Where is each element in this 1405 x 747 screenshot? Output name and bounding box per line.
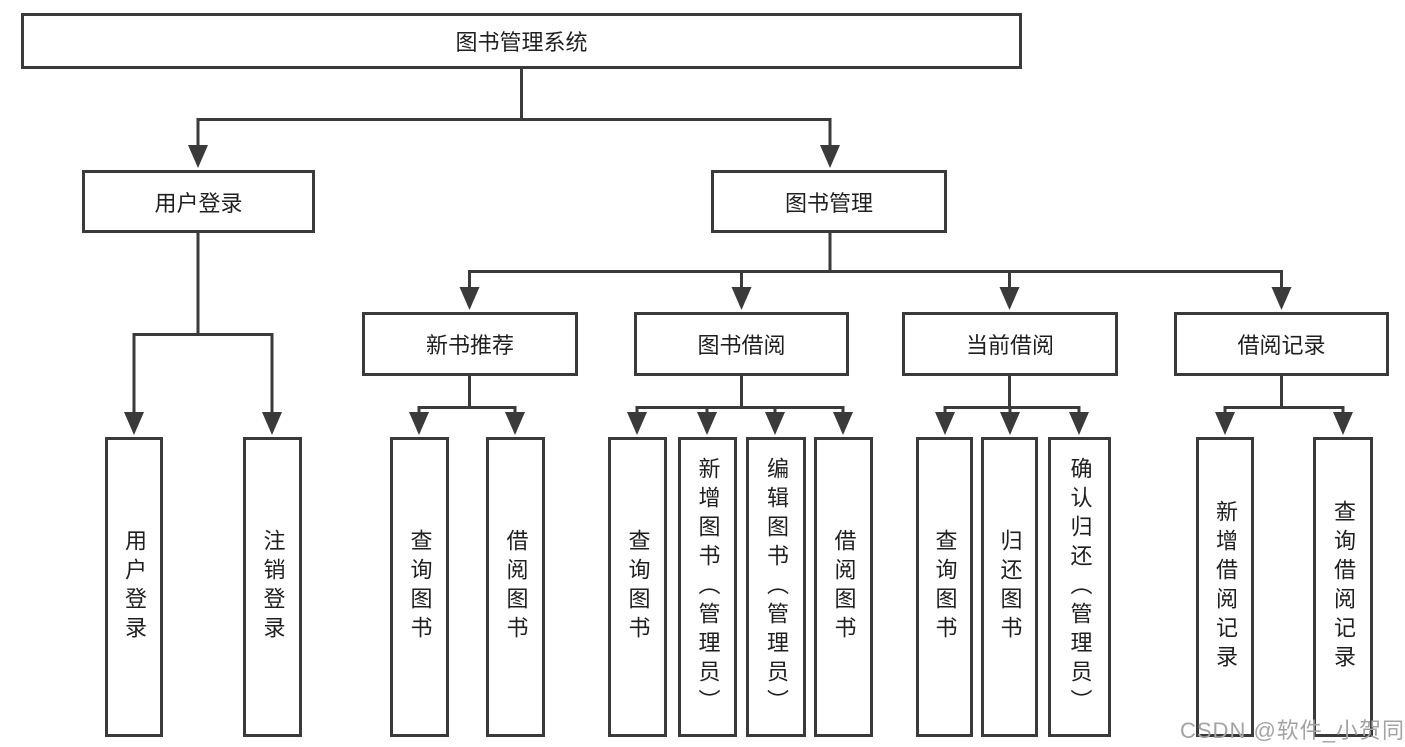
node-label: 借阅记录 [1237, 333, 1326, 358]
node-label: 查询图书 [625, 529, 651, 645]
node-user-login: 用户登录 [82, 170, 315, 233]
node-current-borrowing: 当前借阅 [902, 312, 1118, 376]
node-label: 借阅图书 [503, 529, 529, 645]
node-label: 新书推荐 [425, 333, 514, 358]
leaf-confirm-return-admin: 确认归还（管理员） [1048, 437, 1111, 737]
node-new-book-recommendation: 新书推荐 [362, 312, 578, 376]
csdn-watermark: CSDN @软件_小贺同学 [1180, 718, 1405, 743]
node-label: 当前借阅 [965, 333, 1054, 358]
node-label: 图书管理 [784, 190, 873, 216]
node-label: 图书借阅 [697, 333, 786, 358]
leaf-logout: 注销登录 [243, 437, 302, 737]
node-label: 注销登录 [260, 529, 286, 645]
leaf-edit-books-admin: 编辑图书（管理员） [746, 437, 806, 737]
node-label: 新增借阅记录 [1213, 500, 1238, 674]
node-book-borrowing: 图书借阅 [634, 312, 849, 376]
leaf-user-login: 用户登录 [105, 437, 163, 737]
node-label: 图书管理系统 [455, 30, 588, 55]
leaf-query-books-1: 查询图书 [390, 437, 449, 737]
node-book-management: 图书管理 [711, 170, 947, 233]
leaf-add-borrow-record: 新增借阅记录 [1196, 437, 1254, 737]
node-label: 确认归还（管理员） [1067, 456, 1093, 718]
leaf-query-books-2: 查询图书 [608, 437, 667, 737]
node-root-system: 图书管理系统 [21, 13, 1022, 69]
node-label: 查询借阅记录 [1331, 500, 1356, 674]
node-borrowing-records: 借阅记录 [1174, 312, 1389, 376]
leaf-add-books-admin: 新增图书（管理员） [678, 437, 737, 737]
leaf-query-borrow-record: 查询借阅记录 [1313, 437, 1373, 737]
leaf-borrow-books-2: 借阅图书 [814, 437, 873, 737]
node-label: 归还图书 [997, 529, 1023, 645]
node-label: 查询图书 [407, 529, 433, 645]
node-label: 借阅图书 [831, 529, 857, 645]
leaf-borrow-books-1: 借阅图书 [486, 437, 545, 737]
node-label: 编辑图书（管理员） [764, 456, 789, 718]
node-label: 用户登录 [122, 529, 147, 645]
node-label: 新增图书（管理员） [695, 456, 721, 718]
leaf-query-books-3: 查询图书 [916, 437, 973, 737]
node-label: 查询图书 [932, 529, 958, 645]
leaf-return-books: 归还图书 [981, 437, 1038, 737]
node-label: 用户登录 [154, 190, 243, 216]
